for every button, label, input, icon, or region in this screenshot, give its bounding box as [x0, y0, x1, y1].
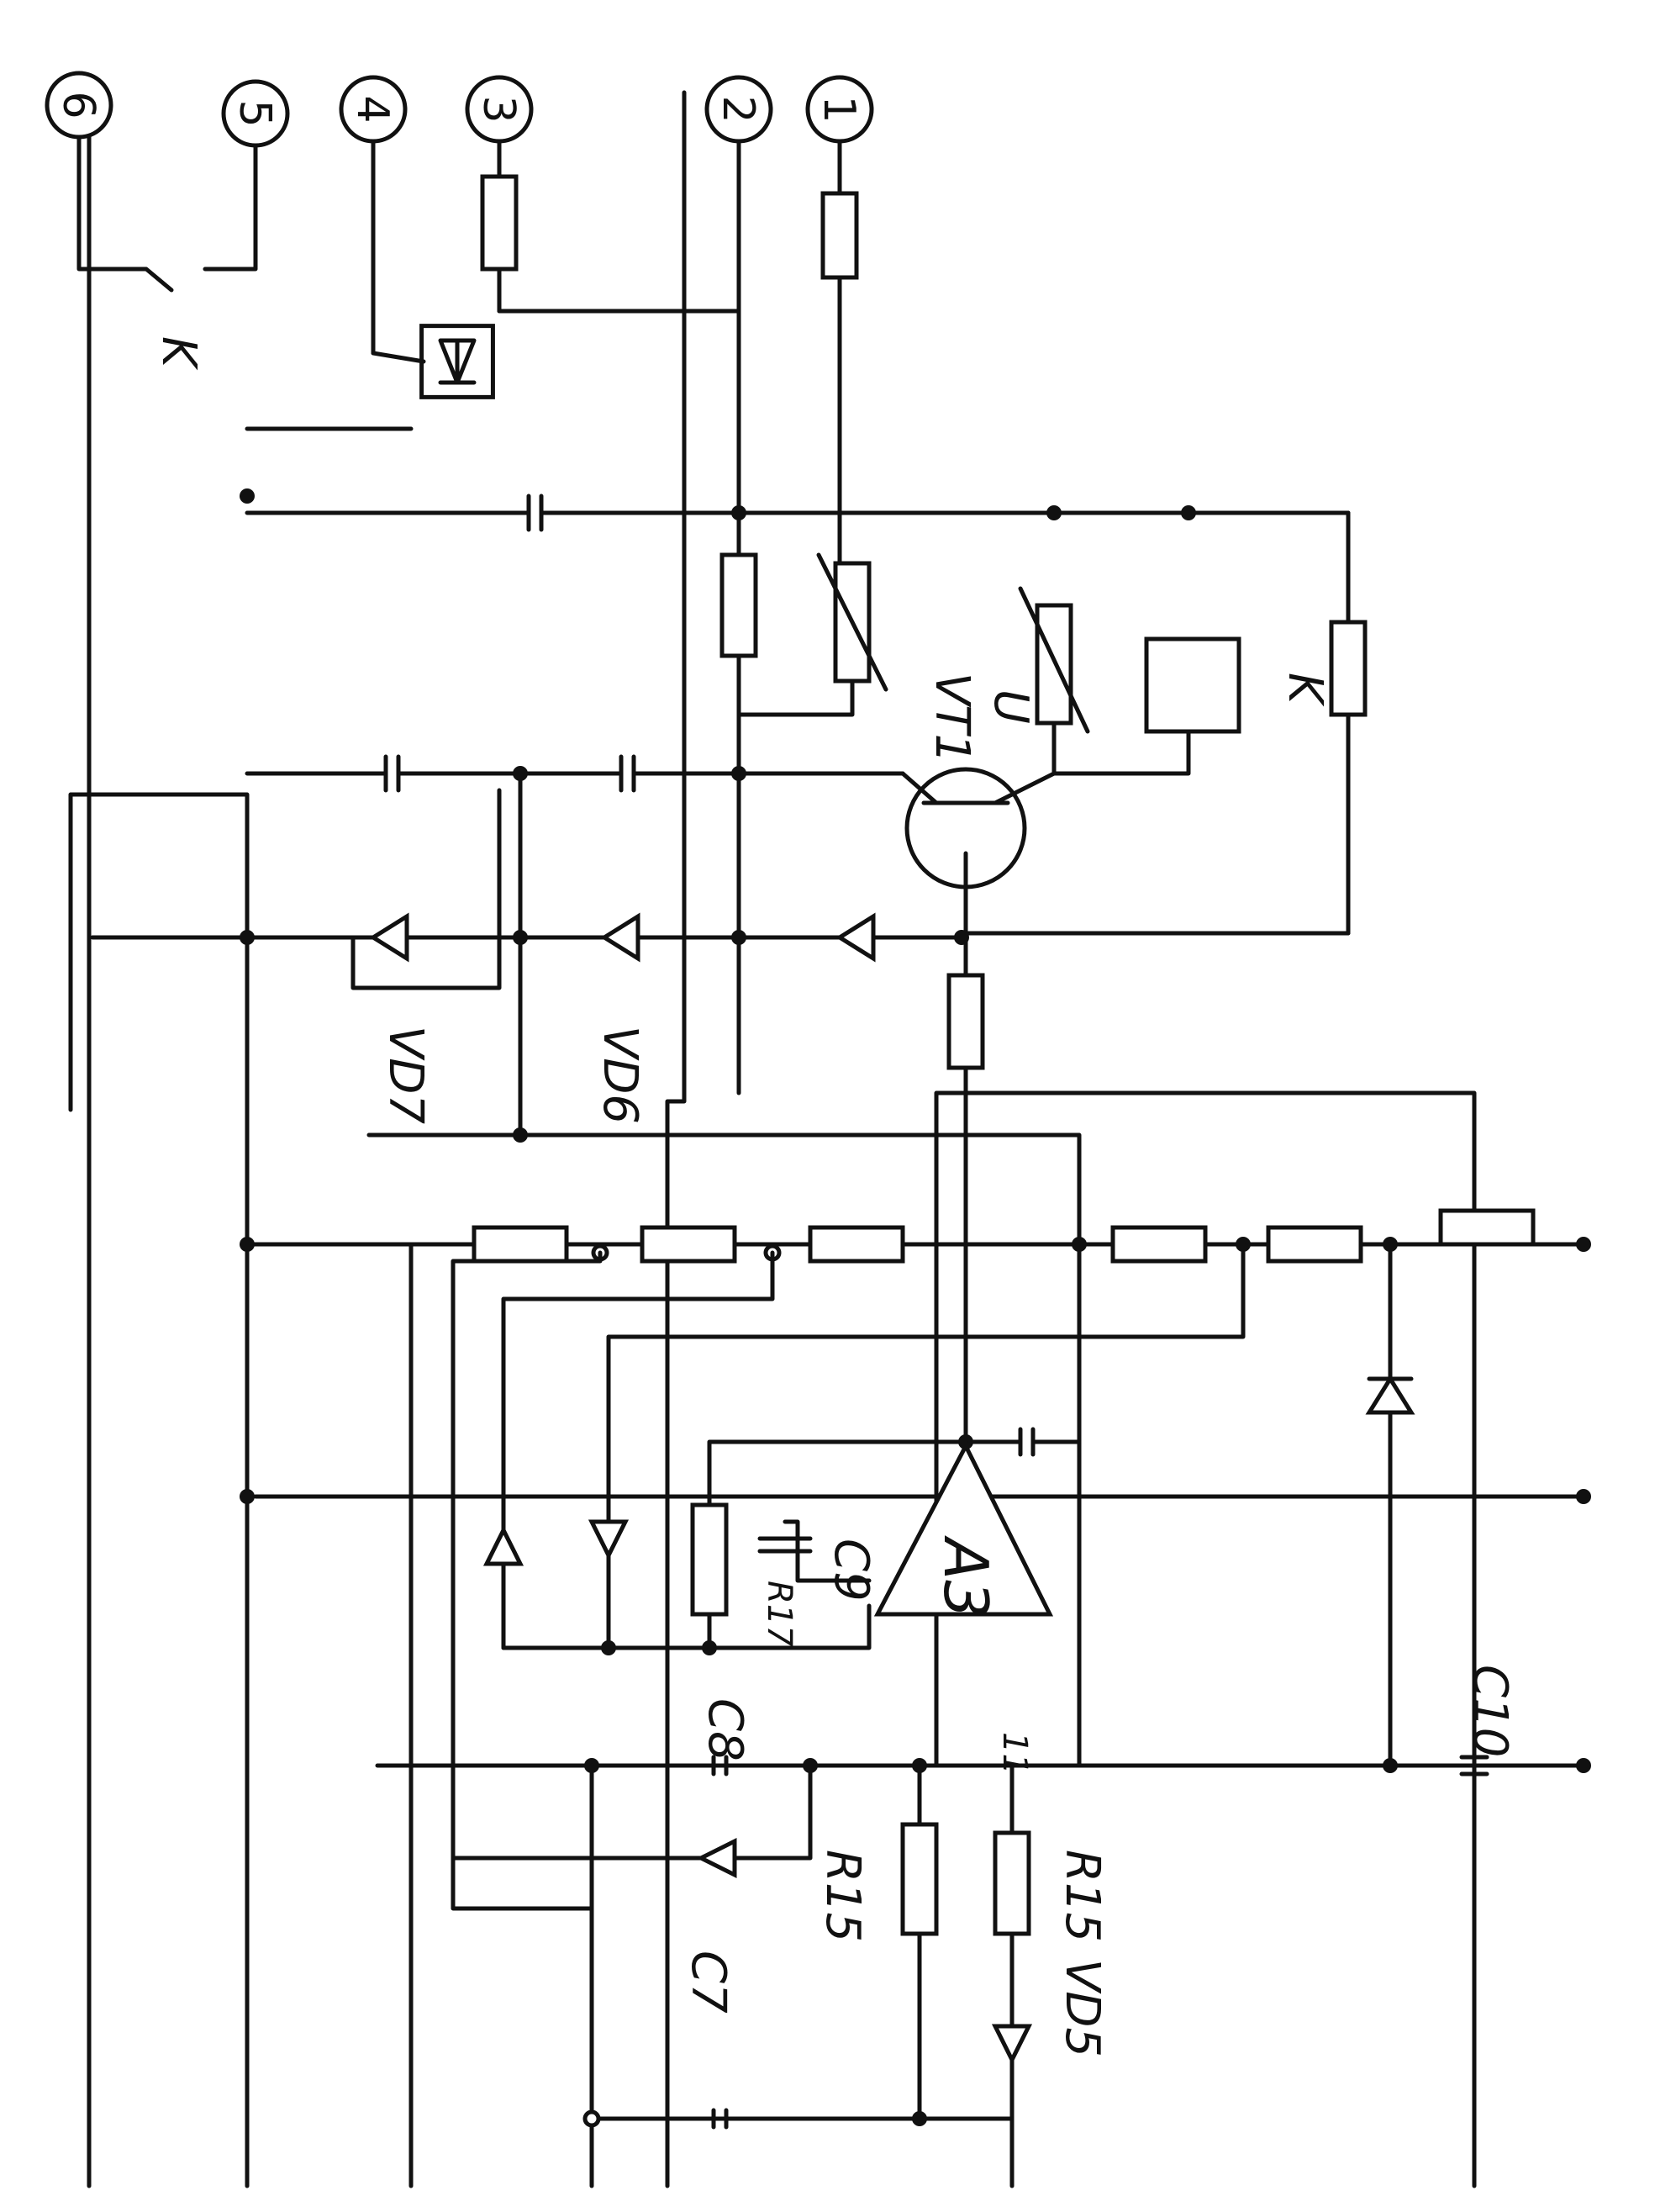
- diode-c7: [696, 1837, 737, 1879]
- junction: [240, 1237, 255, 1252]
- opamp-a3: A3: [873, 1441, 1054, 1618]
- resistor-div-2: [1266, 1225, 1363, 1264]
- terminal-5: 5: [221, 79, 290, 148]
- junction: [240, 930, 255, 945]
- zener-vd7-label: VD7: [378, 1026, 433, 1124]
- relay-coil-label: K: [1278, 673, 1332, 707]
- diode-top: [1365, 1375, 1415, 1415]
- resistor-div-6: [472, 1225, 569, 1264]
- resistor-r15: [993, 1830, 1031, 1936]
- resistor-div-3: [1110, 1225, 1208, 1264]
- node-11-label: 11: [995, 1732, 1034, 1775]
- diode-vd-a: [588, 1519, 630, 1560]
- resistor-feedback: [1329, 620, 1368, 717]
- terminal-5-label: 5: [229, 99, 280, 127]
- resistor-base: [946, 973, 985, 1070]
- diode-vd5: [991, 2024, 1033, 2065]
- resistor-div-4: [808, 1225, 905, 1264]
- cap-c8-label: C8: [698, 1698, 752, 1761]
- resistor-terminal-3: [480, 174, 519, 272]
- cap-c10-label: C10: [1463, 1665, 1517, 1757]
- terminal-3: 3: [465, 75, 534, 144]
- resistor-r17-label: R17: [760, 1581, 798, 1647]
- transistor-vt1: [900, 767, 1057, 890]
- zener-vd7: [369, 912, 409, 963]
- terminal-6: 6: [45, 71, 113, 140]
- junction: [240, 1489, 255, 1504]
- node-open: [582, 2109, 601, 2128]
- resistor-div-5: [640, 1225, 737, 1264]
- zener-vd6: [600, 912, 640, 963]
- junction: [1576, 1758, 1591, 1773]
- terminal-3-label: 3: [473, 95, 524, 123]
- junction: [731, 505, 746, 520]
- resistor-r16-label: R15: [815, 1850, 870, 1942]
- zener-vd6-label: VD6: [593, 1026, 647, 1124]
- junction: [1576, 1237, 1591, 1252]
- terminal-1-label: 1: [814, 95, 864, 123]
- terminal-2: 2: [704, 75, 773, 144]
- junction: [731, 930, 746, 945]
- resistor-r15-label: R15: [1055, 1850, 1109, 1942]
- transistor-label: VT1: [925, 673, 979, 763]
- diode-vd5-label: VD5: [1055, 1959, 1109, 2057]
- terminal-1: 1: [805, 75, 874, 144]
- rail-wires: [68, 90, 1477, 2188]
- cap-c7-label: C7: [681, 1951, 735, 2014]
- terminal-4-label: 4: [347, 95, 398, 123]
- terminal-6-label: 6: [53, 91, 103, 119]
- terminal-4: 4: [339, 75, 408, 144]
- diode-vd-b: [482, 1525, 524, 1566]
- diode-vt1-base: [835, 912, 876, 963]
- resistor-terminal-1: [820, 191, 859, 280]
- junction: [1576, 1489, 1591, 1504]
- junction: [240, 488, 255, 504]
- resistor-r16: [900, 1822, 939, 1936]
- junction: [1046, 505, 1062, 520]
- opamp-label: A3: [930, 1535, 1001, 1618]
- terminal-2-label: 2: [713, 95, 763, 123]
- relay-coil: [1144, 636, 1241, 734]
- resistor-terminal-2: [719, 552, 758, 658]
- junction: [1383, 1758, 1398, 1773]
- bridge-rectifier: [419, 324, 495, 399]
- varistor-u-label: U: [983, 689, 1038, 724]
- resistor-div-1: [1438, 1208, 1536, 1247]
- cap-c9-label: C9: [824, 1539, 878, 1602]
- junction: [1181, 505, 1196, 520]
- relay-contact-label: K: [151, 336, 206, 371]
- resistor-r17: [690, 1502, 729, 1617]
